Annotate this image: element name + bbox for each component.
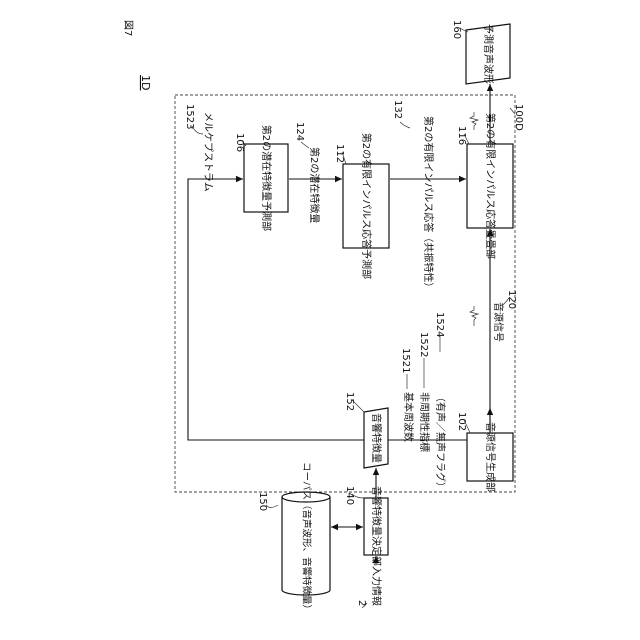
aperiodicity-ref: 1522 — [418, 332, 429, 357]
dashed-frame-label: 100D — [513, 104, 524, 131]
voiced-flag-ref: 1524 — [434, 312, 445, 337]
latent-feature-label: 第2の潜在特徴量 — [308, 147, 321, 223]
fir-response-ref: 132 — [392, 100, 403, 119]
voiced-flag-label: （有声／無声フラグ） — [434, 392, 447, 492]
mel-cepstrum-path — [188, 179, 364, 440]
predicted-waveform-label: 予測音声波形 — [482, 24, 495, 84]
figure-label: 図7 — [122, 20, 134, 36]
fir-convolver-ref: 116 — [456, 126, 467, 145]
output-waveform-icon — [470, 112, 478, 130]
fir-response-label: 第2の有限インパルス応答（共振特性） — [422, 116, 435, 292]
f0-ref: 1521 — [400, 348, 411, 373]
f0-label: 基本周波数 — [402, 392, 415, 442]
source-signal-label: 音源信号 — [492, 302, 505, 342]
device-label: 1D — [139, 75, 152, 90]
latent-feature-ref: 124 — [294, 122, 305, 141]
corpus-label: コーパス（音声波形、音響特徴量） — [301, 462, 313, 614]
latent-feature-predictor-label: 第2の潜在特徴量予測部 — [260, 125, 273, 231]
source-signal-waveform-icon — [470, 306, 478, 326]
source-signal-generator-ref: 102 — [456, 412, 467, 431]
fir-response-ref-leader — [400, 122, 410, 128]
mel-cepstrum-label: メルケプストラム — [202, 112, 214, 192]
latent-feature-ref-leader — [301, 142, 309, 148]
predicted-waveform-ref: 160 — [451, 20, 462, 39]
mel-cepstrum-ref: 1523 — [184, 104, 195, 129]
corpus-ref: 150 — [257, 492, 268, 511]
fir-predictor-ref: 112 — [334, 144, 345, 163]
aperiodicity-label: 非周期性指標 — [418, 392, 431, 452]
acoustic-feature-label: 音響特徴量 — [370, 413, 383, 463]
input-info-label: 入力情報 — [370, 566, 383, 606]
fir-predictor-label: 第2の有限インパルス応答予測部 — [360, 133, 373, 279]
acoustic-feature-determiner-label: 音響特徴量決定部 — [370, 486, 383, 566]
source-signal-generator-label: 音源信号生成部 — [484, 422, 497, 492]
